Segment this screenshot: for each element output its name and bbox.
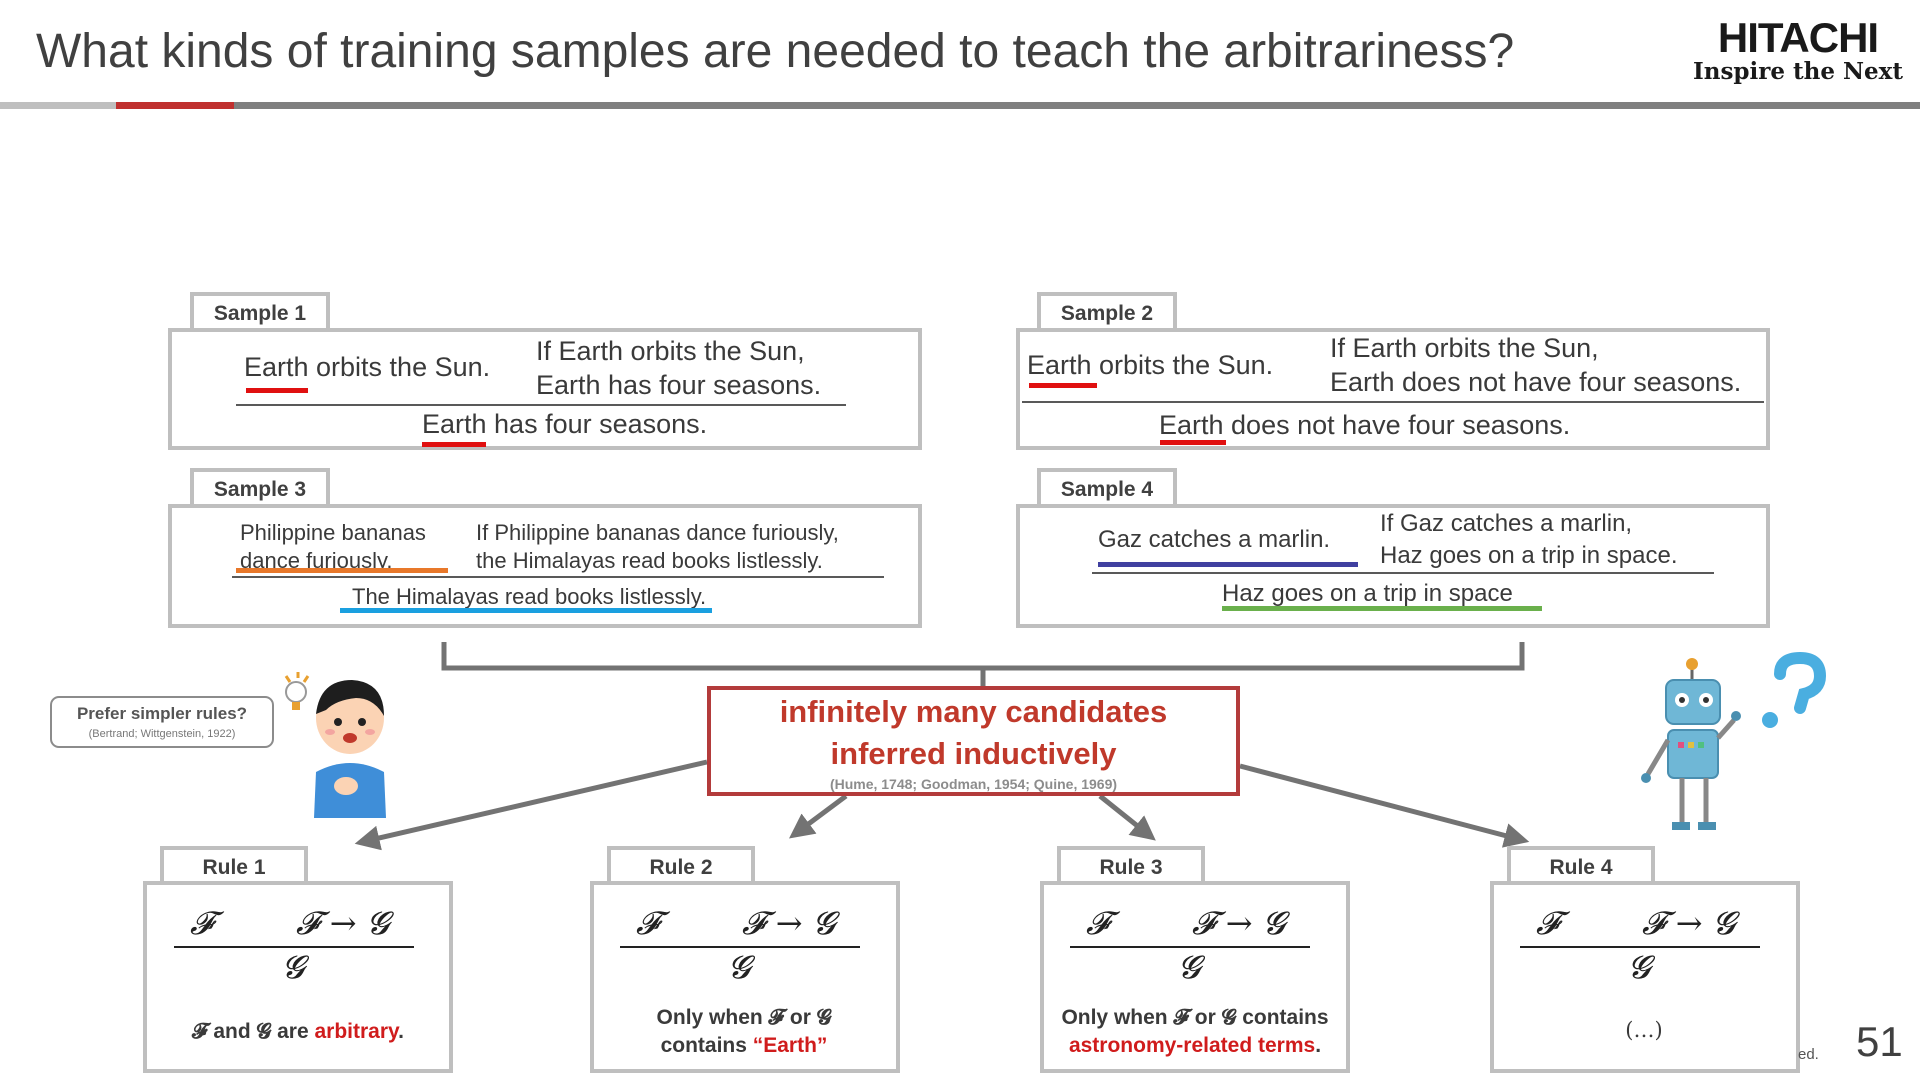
rule-2-desc-red: “Earth”: [752, 1034, 828, 1057]
arrow-to-rule-2: [788, 793, 848, 839]
bracket-connector: [441, 642, 1525, 671]
person-illustration: [284, 672, 386, 818]
candidates-citation: (Hume, 1748; Goodman, 1954; Quine, 1969): [829, 776, 1118, 792]
candidates-box: infinitely many candidates inferred indu…: [707, 686, 1240, 796]
header-divider: [0, 102, 1920, 109]
sample-1-underline-earth: [246, 388, 308, 393]
sample-4-premise-2a: If Gaz catches a marlin,: [1380, 510, 1633, 537]
rule-1-inference-line: [174, 946, 414, 948]
rule-2-premise-f: 𝓕: [636, 904, 660, 942]
hitachi-logo: HITACHI: [1717, 14, 1879, 61]
sample-2-premise-2b: Earth does not have four seasons.: [1330, 367, 1742, 397]
rule-3-desc-red: astronomy-related terms: [1068, 1034, 1316, 1057]
sample-2-premise-1: Earth orbits the Sun.: [1027, 350, 1274, 380]
rule-1-desc-end: .: [398, 1020, 404, 1043]
preference-title: Prefer simpler rules?: [76, 704, 248, 723]
rule-1-description: 𝓕 and 𝓖 are arbitrary.: [150, 1018, 446, 1046]
sample-4-premise-2b: Haz goes on a trip in space.: [1380, 542, 1678, 569]
preference-callout: Prefer simpler rules? (Bertrand; Wittgen…: [50, 696, 274, 748]
sample-2-premise-2a: If Earth orbits the Sun,: [1330, 333, 1599, 363]
sample-1-inference-line: [236, 404, 846, 406]
candidates-line-2: inferred inductively: [830, 736, 1117, 771]
sample-1-conclusion: Earth has four seasons.: [422, 409, 708, 439]
sample-1-premise-1: Earth orbits the Sun.: [244, 352, 491, 382]
rule-1-premise-impl: 𝓕 → 𝓖: [296, 904, 390, 942]
robot-illustration: [1641, 651, 1827, 830]
rule-4-inference-line: [1520, 946, 1760, 948]
sample-3-premise-2b: the Himalayas read books listlessly.: [476, 548, 823, 573]
candidates-line-1: infinitely many candidates: [779, 694, 1168, 729]
rule-1-desc-red: arbitrary: [314, 1020, 399, 1043]
rule-2-premise-impl: 𝓕 → 𝓖: [742, 904, 836, 942]
logo-tagline: Inspire the Next: [1693, 58, 1903, 85]
sample-4-premise-1: Gaz catches a marlin.: [1098, 526, 1331, 553]
sample-2-conclusion: Earth does not have four seasons.: [1159, 410, 1571, 440]
rule-3-premise-f: 𝓕: [1086, 904, 1110, 942]
sample-4-underline-premise: [1098, 562, 1358, 567]
page-number: 51: [1856, 1018, 1903, 1065]
sample-3-underline-conclusion: [340, 608, 712, 613]
rule-1-conclusion-g: 𝓖: [282, 948, 305, 986]
sample-4-inference-line: [1092, 572, 1714, 574]
header-accent-bar: [116, 102, 234, 109]
rule-4-premise-impl: 𝓕 → 𝓖: [1642, 904, 1736, 942]
rule-3-desc-end: .: [1315, 1034, 1322, 1057]
lightbulb-icon: [284, 672, 310, 710]
rule-3-box: [1040, 881, 1350, 1073]
sample-4-conclusion: Haz goes on a trip in space: [1222, 580, 1513, 607]
rule-3-description: Only when 𝓕 or 𝓖 contains astronomy-rela…: [1044, 1004, 1346, 1060]
sample-3-underline-premise: [236, 568, 448, 573]
rule-1-premise-f: 𝓕: [190, 904, 214, 942]
rule-1-desc-text: 𝓕 and 𝓖 are: [192, 1020, 315, 1043]
rule-2-inference-line: [620, 946, 860, 948]
slide-title: What kinds of training samples are neede…: [36, 25, 1515, 78]
rule-3-inference-line: [1070, 946, 1310, 948]
rule-3-desc-line-1: Only when 𝓕 or 𝓖 contains: [1061, 1006, 1329, 1029]
rule-4-conclusion-g: 𝓖: [1628, 948, 1651, 986]
arrow-to-rule-1: [354, 759, 708, 851]
rule-2-box: [590, 881, 900, 1073]
rule-3-conclusion-g: 𝓖: [1178, 948, 1201, 986]
sample-4-underline-conclusion: [1222, 606, 1542, 611]
rule-4-description: (…): [1625, 1018, 1663, 1042]
footer-copyright-fragment: ed.: [1798, 1046, 1819, 1063]
sample-3-inference-line: [232, 576, 884, 578]
sample-3-conclusion: The Himalayas read books listlessly.: [352, 584, 707, 609]
arrow-to-rule-4: [1239, 763, 1530, 848]
sample-2-box: [1016, 328, 1770, 450]
rule-4-premise-f: 𝓕: [1536, 904, 1560, 942]
rule-1-box: [143, 881, 453, 1073]
sample-1-premise-2a: If Earth orbits the Sun,: [536, 336, 805, 366]
preference-citation: (Bertrand; Wittgenstein, 1922): [88, 728, 236, 740]
rule-2-description: Only when 𝓕 or 𝓖 contains “Earth”: [596, 1004, 892, 1060]
sample-3-box: [168, 504, 922, 628]
sample-3-premise-1a: Philippine bananas: [240, 520, 426, 545]
rule-2-desc-line-1: Only when 𝓕 or 𝓖: [656, 1006, 832, 1029]
sample-1-premise-2b: Earth has four seasons.: [536, 370, 822, 400]
rule-3-premise-impl: 𝓕 → 𝓖: [1192, 904, 1286, 942]
sample-2-underline-earth-conclusion: [1160, 440, 1226, 445]
sample-1-underline-earth-conclusion: [422, 442, 486, 447]
question-mark-icon: [1762, 651, 1827, 728]
sample-2-underline-earth: [1029, 383, 1097, 388]
rule-2-conclusion-g: 𝓖: [728, 948, 751, 986]
rule-4-box: [1490, 881, 1800, 1073]
sample-3-premise-2a: If Philippine bananas dance furiously,: [476, 520, 839, 545]
header-divider-segment: [0, 102, 116, 109]
arrow-to-rule-3: [1098, 794, 1156, 841]
sample-1-box: [168, 328, 922, 450]
rule-2-desc-line-2: contains: [660, 1034, 753, 1057]
sample-2-inference-line: [1022, 401, 1764, 403]
